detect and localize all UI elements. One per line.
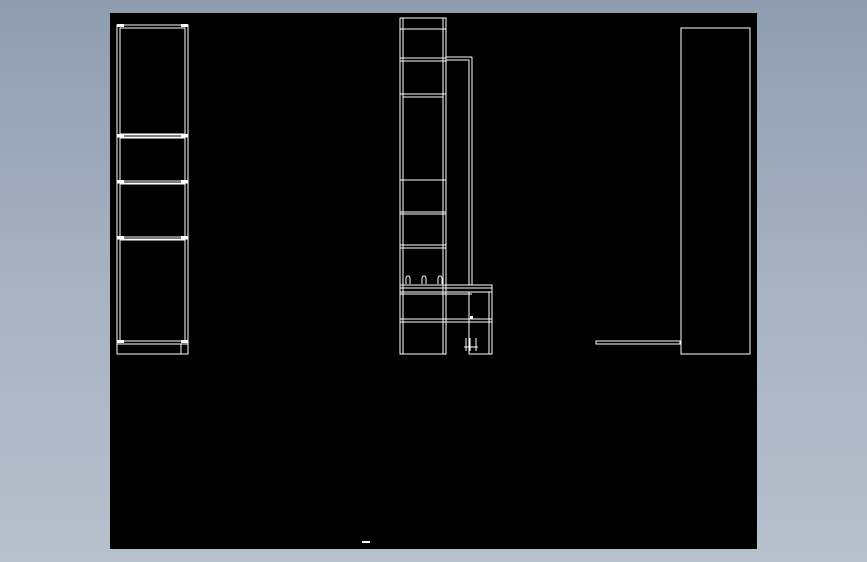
left-bracket-2r (181, 180, 188, 183)
center-door-panel (402, 96, 444, 181)
center-outer-frame (399, 17, 447, 355)
left-bracket-tr (181, 24, 188, 27)
left-cabinet-elevation (116, 24, 189, 355)
left-mid-section-2 (119, 183, 186, 238)
right-tall-panel (680, 27, 751, 355)
faucet-3 (437, 275, 443, 284)
left-outer-frame (116, 24, 189, 355)
faucet-1 (405, 275, 411, 284)
center-cabinet-elevation (399, 17, 493, 355)
left-bracket-bl (117, 340, 124, 343)
faucet-2 (421, 275, 427, 284)
left-bracket-br (181, 340, 188, 343)
left-bracket-1l (117, 134, 124, 137)
left-bracket-tl (117, 24, 124, 27)
left-bracket-3l (117, 236, 124, 239)
left-bracket-3r (181, 236, 188, 239)
left-bracket-1r (181, 134, 188, 137)
left-mid-section (119, 137, 186, 182)
cabinet-drawing (116, 17, 751, 543)
left-upper-section (119, 27, 186, 135)
right-plinth (595, 340, 681, 345)
left-bracket-2l (117, 180, 124, 183)
origin-marker (362, 541, 370, 543)
base-side-cabinet (468, 291, 493, 355)
left-lower-section (119, 239, 186, 342)
base-knob (470, 316, 473, 319)
right-panel-elevation (595, 27, 751, 355)
cad-viewport[interactable] (110, 13, 757, 549)
